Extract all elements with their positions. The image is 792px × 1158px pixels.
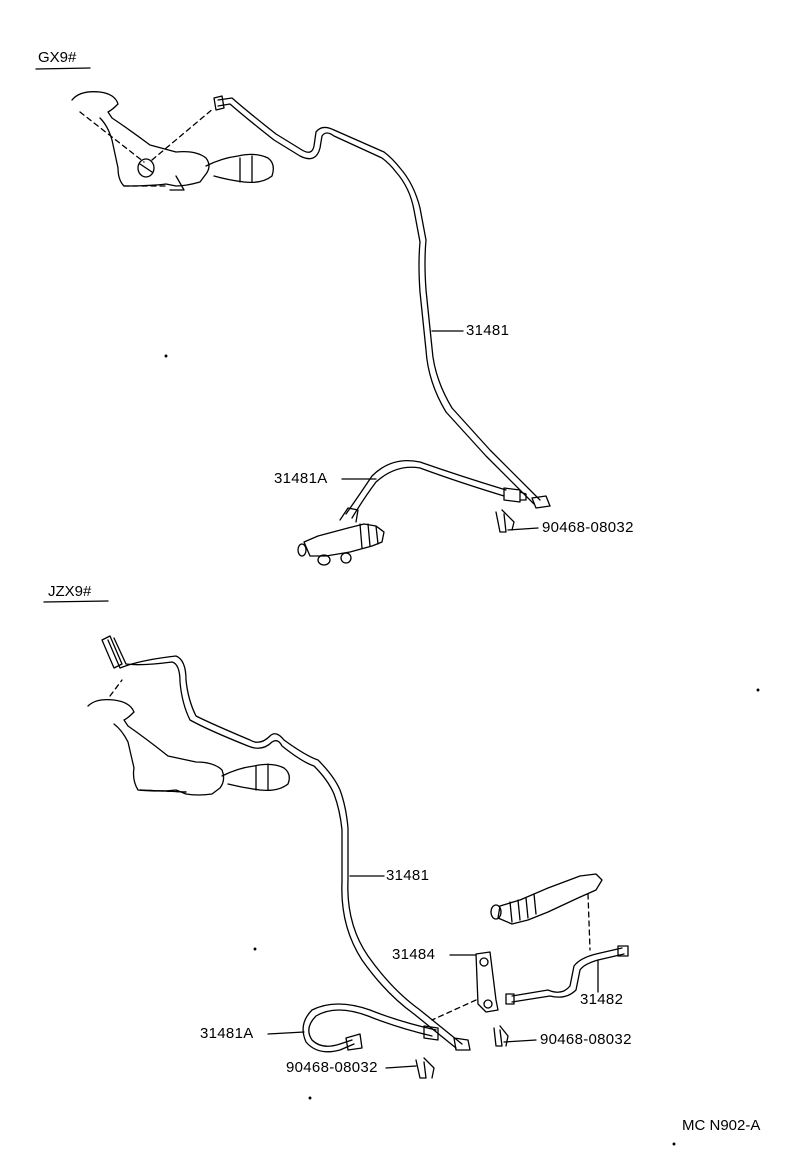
jzx9-release-cylinder: [490, 873, 603, 925]
speck: [164, 354, 168, 358]
jzx9-clip-right: [493, 1025, 509, 1047]
diagram-reference-code: MC N902-A: [682, 1117, 761, 1134]
gx9-heading-underline: [35, 67, 91, 70]
label-lower-tube-2: 31482: [580, 991, 624, 1008]
label-lower-clip-right: 90468-08032: [540, 1031, 632, 1048]
label-lower-bracket: 31484: [392, 946, 436, 963]
jzx9-dash-line-1: [109, 679, 123, 697]
jzx9-tube-31482-outer: [511, 953, 625, 1003]
gx9-clip: [495, 509, 515, 533]
jzx9-heading-underline: [43, 600, 109, 603]
jzx9-tube-31482: [511, 947, 623, 997]
jzx9-flexible-hose: [302, 1003, 437, 1053]
label-lower-tube: 31481: [386, 867, 430, 884]
speck: [756, 688, 760, 692]
section-heading-gx9: GX9#: [38, 49, 77, 66]
label-upper-tube: 31481: [466, 322, 510, 339]
jzx9-dash-line-2: [139, 789, 187, 793]
gx9-release-cylinder: [297, 507, 385, 566]
jzx9-tube-31482-fittings: [505, 945, 629, 1005]
gx9-dash-line-2: [151, 107, 215, 161]
gx9-flexible-hose-outer: [351, 466, 505, 519]
label-lower-clip-left: 90468-08032: [286, 1059, 378, 1076]
gx9-clutch-tube: [217, 97, 541, 501]
jzx9-tube-end-fitting: [453, 1037, 471, 1051]
label-upper-hose: 31481A: [274, 470, 328, 487]
gx9-clutch-tube-outer: [217, 103, 535, 505]
section-heading-jzx9: JZX9#: [48, 583, 92, 600]
jzx9-dash-line-3: [587, 893, 591, 951]
gx9-dash-line-1: [79, 111, 145, 163]
jzx9-clip-left-leader: [385, 1065, 417, 1069]
jzx9-clutch-tube-outer: [113, 637, 457, 1049]
jzx9-clip-right-leader: [503, 1039, 537, 1043]
gx9-flexible-hose: [345, 459, 507, 515]
jzx9-hose-fitting: [345, 1025, 439, 1051]
gx9-tube-end-fitting: [213, 95, 551, 509]
speck: [253, 947, 257, 951]
jzx9-flexible-hose-outer: [308, 1009, 433, 1047]
speck: [672, 1142, 676, 1146]
jzx9-clutch-tube: [107, 639, 463, 1045]
label-lower-hose: 31481A: [200, 1025, 254, 1042]
jzx9-clip-left: [415, 1057, 435, 1079]
jzx9-tube-top-fitting: [101, 635, 123, 669]
jzx9-bracket: [475, 951, 499, 1013]
gx9-hose-fitting: [503, 487, 527, 503]
speck: [308, 1096, 312, 1100]
label-upper-clip: 90468-08032: [542, 519, 634, 536]
gx9-clip-leader: [507, 527, 539, 531]
jzx9-hose-leader: [267, 1031, 305, 1035]
jzx9-dash-line-4: [431, 999, 477, 1021]
gx9-master-cylinder: [71, 91, 274, 191]
jzx9-master-cylinder: [87, 698, 290, 796]
